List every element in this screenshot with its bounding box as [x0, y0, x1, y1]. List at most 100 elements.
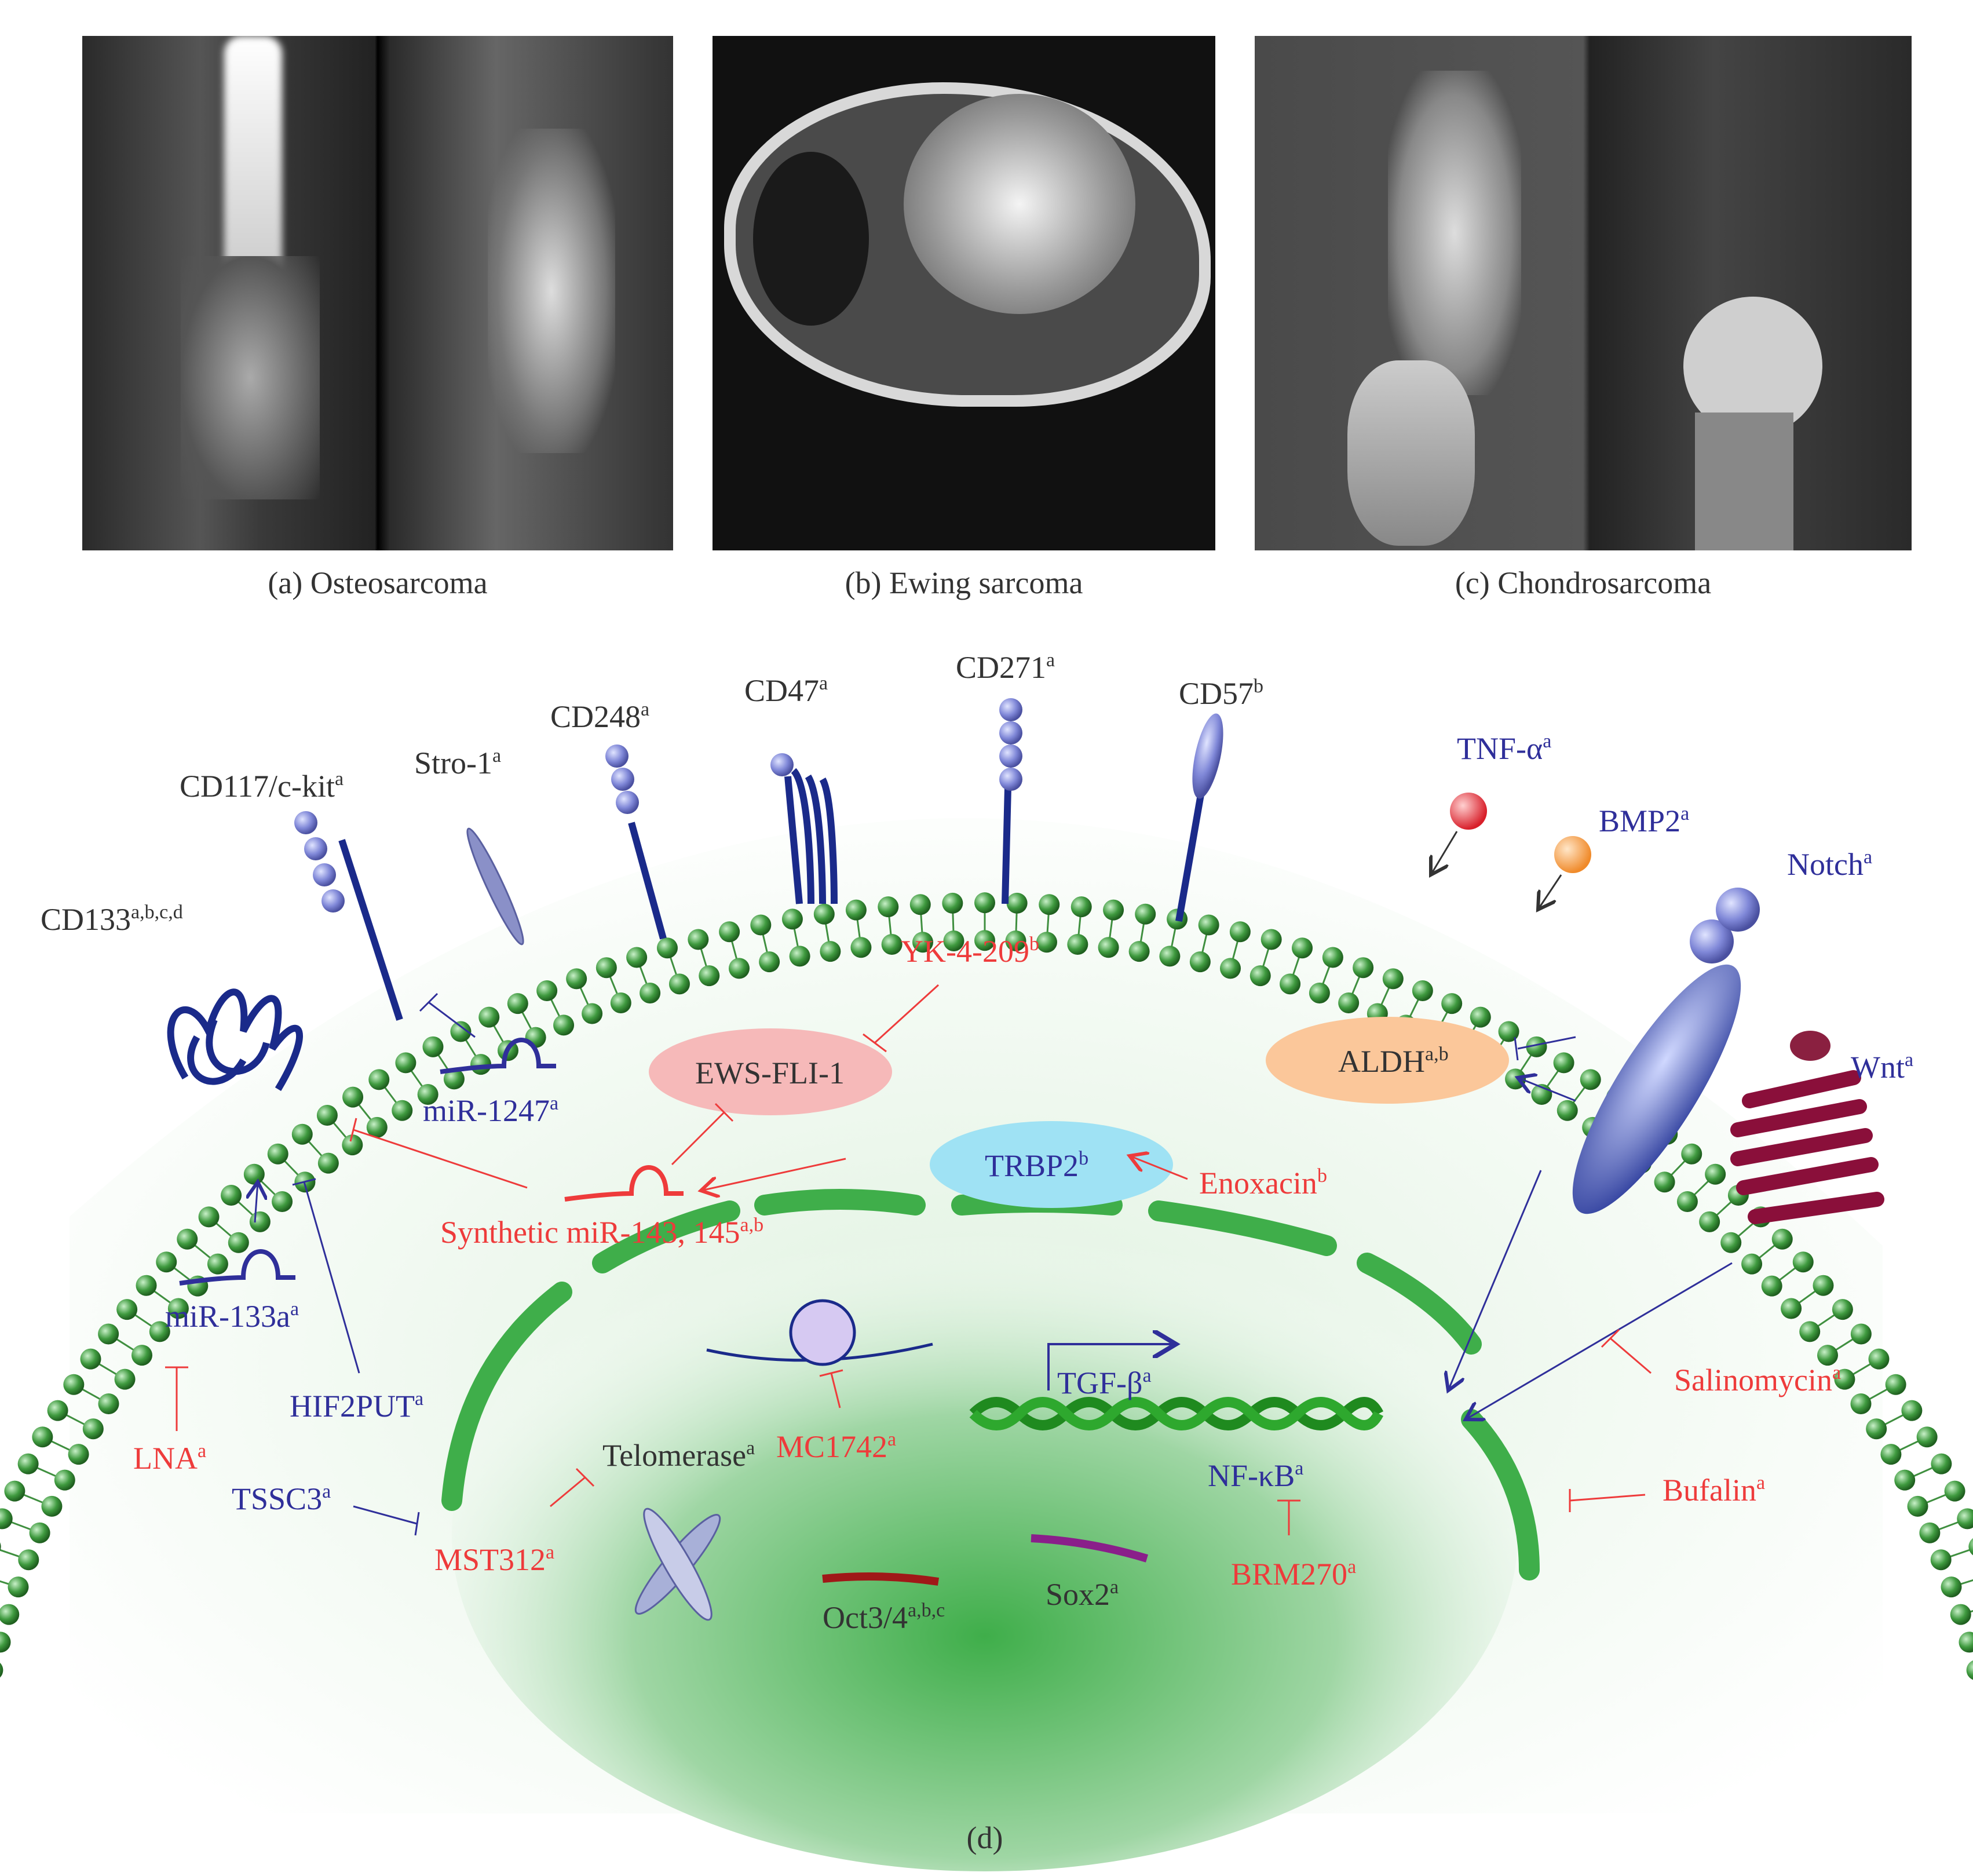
mir133a-to-cd133 [255, 1182, 258, 1223]
lipid-head [316, 1105, 338, 1126]
lipid-head [566, 968, 587, 990]
lipid-head [1654, 1171, 1675, 1193]
label-cd271: CD271a [956, 649, 1055, 685]
notch-to-aldh [1518, 1078, 1576, 1102]
lipid-head [1580, 1069, 1601, 1090]
osteosarcoma-mri-image [82, 36, 673, 550]
lipid-head [1834, 1368, 1855, 1390]
lipid-head [1526, 1036, 1547, 1057]
hif2put-inhibits-cd133 [303, 1181, 360, 1374]
lipid-head [1553, 1052, 1574, 1074]
cd57-receptor [1175, 713, 1223, 922]
lipid-head [1005, 930, 1026, 951]
lipid-head [0, 1508, 13, 1530]
lipid-head [1950, 1604, 1971, 1625]
caption-d: (d) [967, 1820, 1003, 1855]
lipid-head [243, 1163, 265, 1185]
lipid-head [8, 1576, 29, 1598]
lipid-head [1220, 958, 1241, 979]
lipid-head [0, 1542, 1, 1552]
lipid-head [1382, 968, 1404, 990]
lipid-head [366, 1116, 388, 1138]
lipid-head [47, 1400, 68, 1421]
lipid-head [4, 1480, 25, 1502]
lipid-head [63, 1374, 85, 1395]
label-cd133: CD133a,b,c,d [41, 901, 183, 937]
lipid-head [1309, 982, 1330, 1003]
lipid-head [17, 1453, 39, 1474]
wnt-to-nucleus [1466, 1262, 1733, 1419]
ews-fli-1-oval [649, 1028, 892, 1115]
lipid-head [478, 1006, 500, 1028]
lipid-head [1817, 1345, 1839, 1366]
lipid-head [820, 941, 841, 962]
lipid-head [1781, 1298, 1802, 1319]
trbp2-to-synth [701, 1158, 846, 1191]
lipid-head [1705, 1163, 1726, 1185]
lipid-head [1159, 946, 1181, 967]
lipid-head [149, 1321, 170, 1342]
label-cd117: CD117/c-kita [180, 768, 344, 804]
lipid-head [116, 1299, 138, 1320]
lipid-head [909, 894, 931, 915]
lipid-head [1880, 1444, 1902, 1465]
lipid-head [392, 1100, 413, 1121]
lipid-head [789, 946, 810, 967]
lipid-head [291, 1123, 313, 1145]
lipid-head [80, 1348, 101, 1370]
telomerase-chromosome [634, 1508, 721, 1621]
lipid-head [507, 993, 528, 1014]
lipid-head [198, 1206, 220, 1228]
label-stro1: Stro-1a [414, 745, 501, 780]
lipid-head [1792, 1251, 1814, 1273]
lipid-head [536, 980, 558, 1002]
tnf-alpha-ligand [1450, 793, 1487, 830]
lipid-head [1067, 934, 1088, 955]
lipid-head [974, 892, 995, 914]
lipid-head [688, 929, 709, 950]
mc1742-inhibits [830, 1373, 841, 1408]
label-mir133a: miR-133aa [165, 1298, 299, 1334]
synth-inhibits-ews [671, 1111, 725, 1166]
lipid-head [1039, 894, 1060, 915]
lipid-head [1832, 1299, 1853, 1320]
mst312-inhibits-telomerase [550, 1476, 586, 1508]
label-bufalin: Bufalina [1663, 1472, 1765, 1508]
lipid-head [156, 1251, 177, 1273]
nucleus-glow [452, 1199, 1518, 1871]
sox2-rna [1031, 1534, 1149, 1563]
lipid-head [1353, 957, 1374, 979]
lipid-head [1968, 1538, 1973, 1556]
lipid-head [1957, 1508, 1973, 1530]
lipid-head [781, 908, 803, 930]
cd133-receptor [167, 988, 303, 1092]
lipid-head [1135, 903, 1156, 925]
lipid-head [728, 958, 750, 979]
label-cd248: CD248a [550, 699, 649, 734]
caption-c: (c) Chondrosarcoma [1455, 565, 1712, 600]
aldh-oval [1266, 1017, 1509, 1104]
lipid-head [1907, 1495, 1928, 1517]
lipid-head [68, 1444, 89, 1465]
lipid-head [1771, 1228, 1793, 1250]
lipid-head [1229, 921, 1251, 943]
label-mst312: MST312a [434, 1542, 554, 1577]
caption-a: (a) Osteosarcoma [268, 565, 488, 600]
lipid-head [1944, 1480, 1965, 1502]
lipid-head [1006, 892, 1028, 914]
lipid-head [167, 1298, 189, 1319]
lipid-head [207, 1253, 228, 1275]
lipid-head [1699, 1211, 1720, 1232]
lipid-head [1901, 1400, 1923, 1421]
lipid-head [750, 914, 772, 936]
lipid-head [850, 937, 872, 958]
lipid-head [98, 1323, 119, 1345]
mir-133a-hairpin [179, 1249, 295, 1286]
label-sox2: Sox2a [1046, 1576, 1119, 1612]
label-wnt: Wnta [1851, 1049, 1913, 1085]
lipid-head [610, 992, 631, 1014]
synthetic-mir-hairpin [564, 1165, 684, 1202]
lipid-head [29, 1522, 50, 1543]
lipid-head [1720, 1232, 1742, 1253]
caption-b: (b) Ewing sarcoma [845, 565, 1083, 600]
